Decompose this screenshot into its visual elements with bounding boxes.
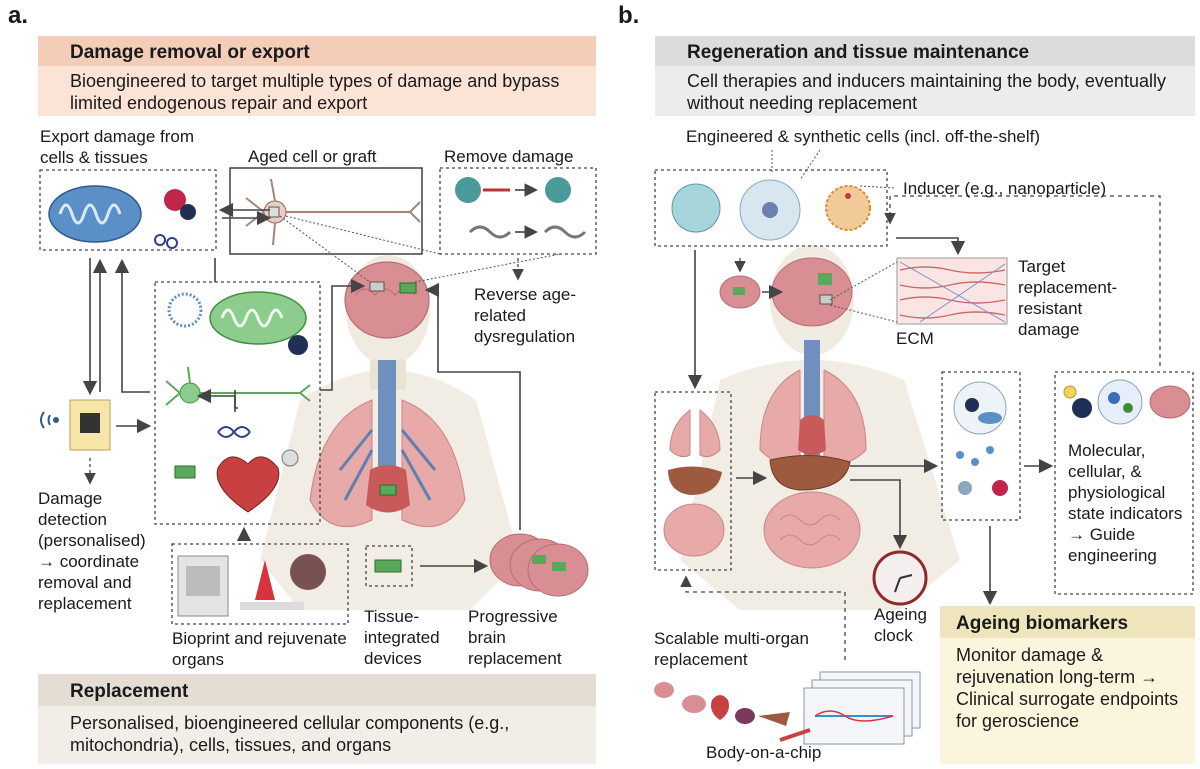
lungs-icon <box>759 340 867 464</box>
biomarkers-title: Ageing biomarkers <box>956 613 1129 634</box>
arrows-a <box>82 202 521 574</box>
bioprint-label: Bioprint and rejuvenate organs <box>172 629 347 669</box>
intestine-icon <box>763 491 861 569</box>
mitochondrion-icon <box>167 291 308 355</box>
dotted-lines-b <box>771 149 898 323</box>
header-subtitle: Cell therapies and inducers maintaining … <box>687 71 1166 113</box>
replacement-box <box>154 281 321 525</box>
replacement-header: Replacement Personalised, bioengineered … <box>38 674 596 764</box>
liver-icon <box>668 466 722 495</box>
mitochondrion-icon <box>48 185 196 249</box>
tissue-device-box <box>365 545 413 587</box>
dna-icon <box>217 426 251 438</box>
clock-icon <box>872 550 928 606</box>
tissue-devices-label: Tissue-integrated devices <box>364 607 440 668</box>
neuron-icon <box>165 366 311 406</box>
panel-a-letter: a. <box>8 2 29 29</box>
heart-icon <box>174 449 299 513</box>
dashed-arrows-b <box>680 195 1161 660</box>
cell-icon <box>671 179 801 241</box>
header-title-bar <box>655 36 1195 66</box>
header-title: Replacement <box>70 681 189 702</box>
ecm-label: ECM <box>896 329 934 348</box>
export-damage-box <box>39 169 217 251</box>
damage-removal-header: Damage removal or export Bioengineered t… <box>38 36 596 116</box>
bioprinter-icon <box>177 554 326 617</box>
lungs-icon <box>669 408 721 458</box>
indicators-box <box>1054 371 1194 595</box>
protein-icon <box>455 177 587 239</box>
lungs-icon <box>309 360 466 528</box>
bioprint-box <box>171 543 349 625</box>
progressive-replacement-label: Progressive brain replacement <box>468 607 562 668</box>
molecular-box <box>941 371 1021 521</box>
reverse-dysregulation-label: Reverse age-related dysregulation <box>474 285 577 346</box>
header-subtitle: Personalised, bioengineered cellular com… <box>70 713 510 755</box>
ageing-clock-label: Ageing clock <box>874 605 927 645</box>
organ-stack-box <box>654 391 732 571</box>
export-damage-label: Export damage from cells & tissues <box>40 127 195 167</box>
target-damage-label: Target replacement-resistant damage <box>1018 257 1118 339</box>
body-on-chip-label: Body-on-a-chip <box>706 743 822 762</box>
ageing-biomarkers-box: Ageing biomarkers Monitor damage & rejuv… <box>940 606 1195 764</box>
nanoparticle-icon <box>825 185 871 231</box>
brain-icon <box>771 257 853 327</box>
regeneration-header: Regeneration and tissue maintenance Cell… <box>655 36 1195 116</box>
header-title-bar <box>38 36 596 66</box>
inducer-label: Inducer (e.g., nanoparticle) <box>903 179 1107 198</box>
header-title-bar <box>38 674 596 706</box>
aged-cell-label: Aged cell or graft <box>248 147 377 166</box>
engineered-cells-label: Engineered & synthetic cells (incl. off-… <box>686 127 1041 146</box>
remove-damage-box <box>439 167 597 255</box>
damage-detection-label: Damage detection (personalised) → coordi… <box>38 489 146 613</box>
brain-icon <box>489 533 589 597</box>
header-title: Damage removal or export <box>70 42 310 63</box>
brain-icon <box>719 275 761 309</box>
indicators-icons <box>1063 379 1191 425</box>
intestine-icon <box>663 503 725 557</box>
chip-icon <box>374 559 402 573</box>
dashed-arrows-a <box>84 258 524 485</box>
dotted-lines-a <box>279 215 561 283</box>
header-title-bar <box>940 606 1195 638</box>
header-subtitle: Bioengineered to target multiple types o… <box>70 71 560 113</box>
liver-icon <box>769 455 851 491</box>
state-indicators-label: Molecular, cellular, & physiological sta… <box>1068 441 1183 565</box>
body-on-chip-icon <box>654 671 921 745</box>
panel-b-letter: b. <box>618 2 640 29</box>
arrows-b <box>687 237 1054 606</box>
biomarkers-subtitle: Monitor damage & rejuvenation long-term … <box>956 645 1179 731</box>
scalable-replacement-label: Scalable multi-organ replacement <box>654 629 809 669</box>
ecm-fibers-blue <box>899 261 1006 323</box>
header-title: Regeneration and tissue maintenance <box>687 42 1030 63</box>
neuron-icon <box>245 178 421 246</box>
chip-device-icon <box>40 399 111 451</box>
mitochondrion-icon <box>953 381 1008 496</box>
remove-damage-label: Remove damage <box>444 147 574 166</box>
engineered-cells-box <box>654 169 888 247</box>
